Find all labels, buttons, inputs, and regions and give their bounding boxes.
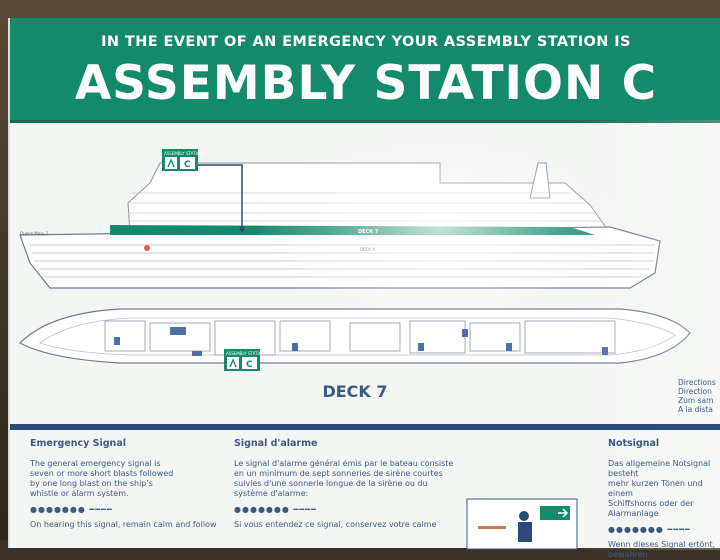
notice-heading: Notsignal xyxy=(608,438,660,449)
notice-french: Signal d'alarme Le signal d'alarme génér… xyxy=(234,438,474,530)
deck-plan: ASSEMBLY STATION C xyxy=(19,308,691,371)
profile-station-icon xyxy=(162,149,198,171)
profile-deck7-label: DECK 7 xyxy=(358,229,379,235)
profile-station-title: ASSEMBLY STATION xyxy=(164,151,203,156)
notice-line: Das allgemeine Notsignal besteht xyxy=(608,459,711,478)
profile-deck4-label: DECK 4 xyxy=(360,247,375,252)
banner-subtitle: IN THE EVENT OF AN EMERGENCY YOUR ASSEMB… xyxy=(101,34,631,50)
notice-line: whistle or alarm system. xyxy=(30,489,129,498)
directions-line: A la dista xyxy=(678,405,713,414)
notice-line: Si vous entendez ce signal, conservez vo… xyxy=(234,520,437,529)
profile-station-letter: C xyxy=(184,160,191,170)
notice-german: Notsignal Das allgemeine Notsignal beste… xyxy=(608,438,720,560)
notice-line: Wenn dieses Signal ertönt, bewahren xyxy=(608,540,716,559)
notice-heading: Signal d'alarme xyxy=(234,438,318,449)
deck-caption: DECK 7 xyxy=(322,382,388,401)
notice-line: système d'alarme: xyxy=(234,489,309,498)
notice-heading: Emergency Signal xyxy=(30,438,126,449)
signal-pattern: ●●●●●●● ━━━━ xyxy=(30,505,113,514)
assembly-illustration xyxy=(466,498,578,550)
directions-line: Directions xyxy=(678,378,716,387)
banner-title: ASSEMBLY STATION C xyxy=(74,56,658,111)
header-banner: IN THE EVENT OF AN EMERGENCY YOUR ASSEMB… xyxy=(10,18,720,123)
notice-line: Le signal d'alarme général émis par le b… xyxy=(234,459,454,468)
notice-line: seven or more short blasts followed xyxy=(30,469,174,478)
notice-line: mehr kurzen Tönen und einem xyxy=(608,479,703,498)
deck-station-icon xyxy=(224,349,260,371)
deck-station-letter: C xyxy=(246,360,253,370)
assembly-station-sign: IN THE EVENT OF AN EMERGENCY YOUR ASSEMB… xyxy=(8,18,720,559)
directions-line: Direction xyxy=(678,387,712,396)
ship-name-label: Queen Mary 2 xyxy=(20,231,49,236)
notice-line: en un minimum de sept sonneries de sirèn… xyxy=(234,469,443,478)
notice-line: Schiffshorns oder der Alarmanlage xyxy=(608,499,694,518)
notice-line: The general emergency signal is xyxy=(30,459,161,468)
deck-station-title: ASSEMBLY STATION xyxy=(226,351,265,356)
signal-pattern: ●●●●●●● ━━━━ xyxy=(608,525,691,534)
directions-legend: Directions Direction Zum sam A la dista xyxy=(678,378,720,414)
signal-pattern: ●●●●●●● ━━━━ xyxy=(234,505,317,514)
ship-profile: ASSEMBLY STATION C Queen Mary 2 DECK 7 D… xyxy=(19,149,661,289)
notice-english: Emergency Signal The general emergency s… xyxy=(30,438,220,530)
notice-line: On hearing this signal, remain calm and … xyxy=(30,520,217,529)
notice-line: by one long blast on the ship's xyxy=(30,479,153,488)
directions-line: Zum sam xyxy=(678,396,714,405)
edge-highlight xyxy=(570,120,720,550)
section-divider xyxy=(10,424,720,430)
notice-line: suivies d'une sonnerie longue de la sirè… xyxy=(234,479,428,488)
